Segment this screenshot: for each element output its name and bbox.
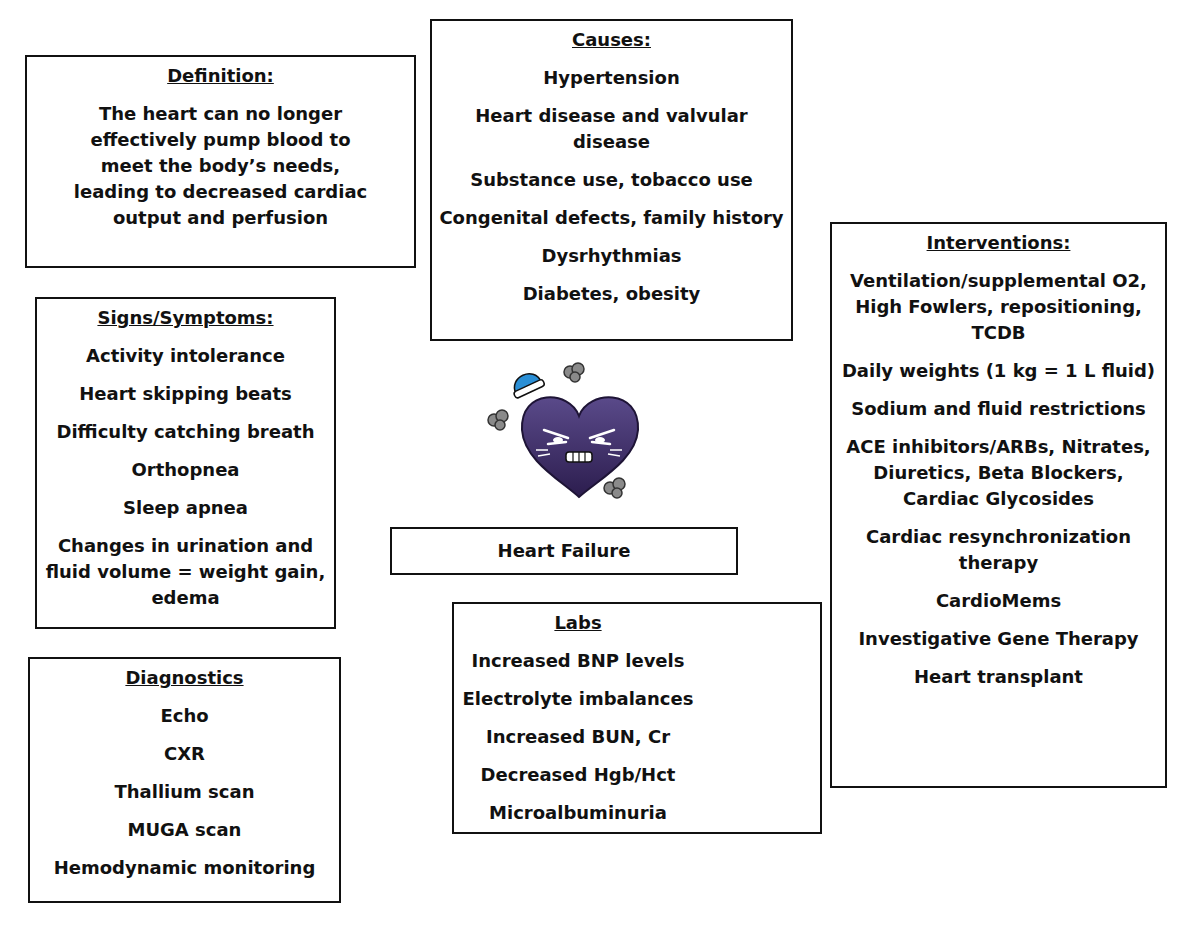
box-item: Cardiac resynchronization therapy <box>836 524 1161 576</box>
box-item: CardioMems <box>836 588 1161 614</box>
box-item: Increased BUN, Cr <box>458 724 698 750</box>
concept-box: Causes: HypertensionHeart disease and val… <box>430 19 793 341</box>
box-item: Heart disease and valvular disease <box>436 103 787 155</box>
concept-box: Heart Failure <box>390 527 738 575</box>
concept-box: Signs/Symptoms: Activity intoleranceHeart… <box>35 297 336 629</box>
box-item: MUGA scan <box>34 817 335 843</box>
box-item: Dysrhythmias <box>436 243 787 269</box>
concept-box: DiagnosticsEchoCXR Thallium scanMUGA scan… <box>28 657 341 903</box>
box-heading: Diagnostics <box>34 665 335 691</box>
box-content: Heart Failure <box>392 529 736 573</box>
box-content: LabsIncreased BNP levelsElectrolyte imba… <box>454 604 820 832</box>
box-item: Heart Failure <box>396 538 732 564</box>
box-item: ACE inhibitors/ARBs, Nitrates, Diuretics… <box>836 434 1161 512</box>
box-heading: Interventions: <box>836 230 1161 256</box>
box-heading: Definition: <box>31 63 410 89</box>
concept-box: Interventions: Ventilation/supplemental O… <box>830 222 1167 788</box>
box-item: Electrolyte imbalances <box>458 686 698 712</box>
box-item: CXR <box>34 741 335 767</box>
concept-box: Definition: The heart can no longer effec… <box>25 55 416 268</box>
box-heading: Labs <box>458 610 698 636</box>
box-content: Signs/Symptoms: Activity intoleranceHeart… <box>37 299 334 617</box>
box-content: Interventions: Ventilation/supplemental O… <box>832 224 1165 696</box>
box-content: DiagnosticsEchoCXR Thallium scanMUGA scan… <box>30 659 339 887</box>
box-item: The heart can no longer effectively pump… <box>65 101 377 231</box>
box-item: Difficulty catching breath <box>41 419 330 445</box>
box-content: Definition: The heart can no longer effec… <box>27 57 414 237</box>
box-heading: Signs/Symptoms: <box>41 305 330 331</box>
box-item: Microalbuminuria <box>458 800 698 826</box>
box-item: Investigative Gene Therapy <box>836 626 1161 652</box>
box-item: Thallium scan <box>34 779 335 805</box>
box-item: Sleep apnea <box>41 495 330 521</box>
box-item: Heart transplant <box>836 664 1161 690</box>
angry-heart-illustration <box>478 358 648 508</box>
box-item: Hypertension <box>436 65 787 91</box>
box-item: Orthopnea <box>41 457 330 483</box>
box-item: Hemodynamic monitoring <box>34 855 335 881</box>
box-item: Ventilation/supplemental O2, High Fowler… <box>836 268 1161 346</box>
box-item: Heart skipping beats <box>41 381 330 407</box>
box-item: Diabetes, obesity <box>436 281 787 307</box>
box-item: Decreased Hgb/Hct <box>458 762 698 788</box>
box-item: Congenital defects, family history <box>436 205 787 231</box>
box-content: Causes: HypertensionHeart disease and val… <box>432 21 791 313</box>
box-heading: Causes: <box>436 27 787 53</box>
box-item: Echo <box>34 703 335 729</box>
box-item: Activity intolerance <box>41 343 330 369</box>
box-item: Daily weights (1 kg = 1 L fluid) <box>836 358 1161 384</box>
box-item: Increased BNP levels <box>458 648 698 674</box>
box-item: Changes in urination and fluid volume = … <box>41 533 330 611</box>
box-item: Sodium and fluid restrictions <box>836 396 1161 422</box>
box-item: Substance use, tobacco use <box>436 167 787 193</box>
concept-box: LabsIncreased BNP levelsElectrolyte imba… <box>452 602 822 834</box>
